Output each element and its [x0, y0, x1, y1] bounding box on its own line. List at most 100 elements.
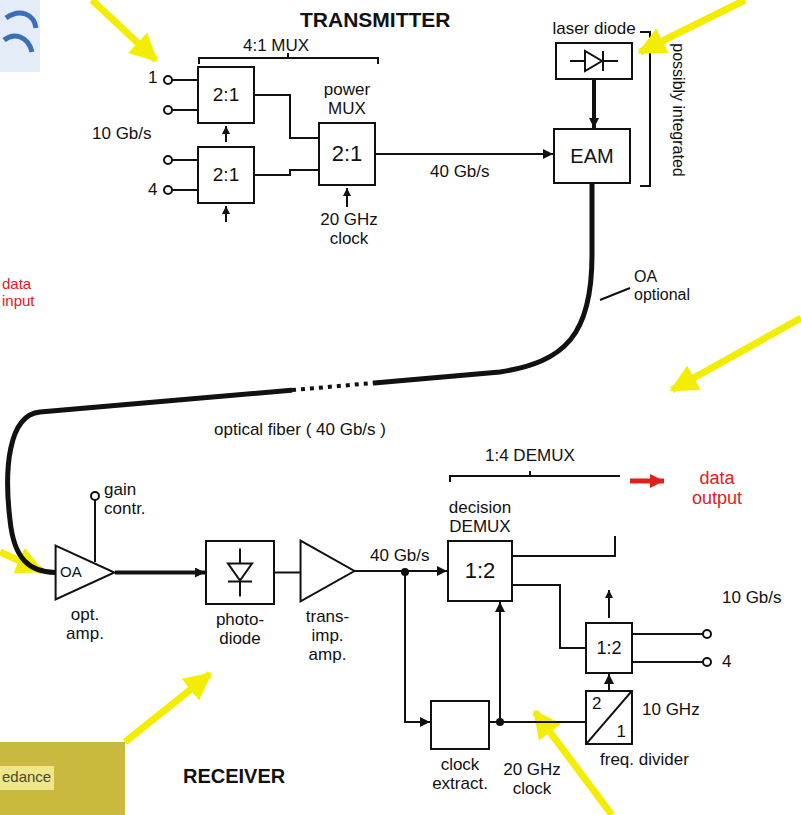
leader-line — [600, 288, 630, 300]
rate-label: 10 Gb/s — [92, 124, 152, 143]
node-text: 2 — [592, 694, 601, 713]
connector — [275, 572, 300, 574]
node-text: OA — [60, 564, 82, 581]
terminal — [703, 658, 711, 666]
diode-symbol — [585, 51, 602, 71]
image-fragment — [4, 13, 36, 52]
annotation: data output — [682, 468, 752, 508]
symbol — [207, 542, 273, 603]
input-number: 4 — [148, 180, 157, 199]
connector — [355, 571, 430, 722]
terminal — [164, 76, 172, 84]
input-wire — [172, 159, 197, 161]
node-text: 2:1 — [213, 84, 239, 105]
highlight-arrow — [672, 318, 801, 390]
terminal — [164, 186, 172, 194]
group-label: 4:1 MUX — [243, 36, 309, 55]
clock-label: 20 GHz clock — [500, 760, 564, 798]
transimpedance-amplifier: trans- imp. amp. — [300, 540, 355, 602]
triangle-outline — [300, 540, 355, 602]
control-wire — [94, 500, 96, 562]
node-text: laser diode — [552, 19, 635, 38]
output-wire — [633, 661, 703, 663]
connector — [592, 80, 596, 128]
clock-arrow — [225, 126, 227, 142]
demux-box: 1:2 — [585, 622, 633, 674]
connector — [376, 153, 553, 155]
connector — [8, 184, 592, 573]
red-arrow — [630, 479, 664, 484]
node-text: 1 — [617, 722, 626, 741]
clock-label: 10 GHz — [642, 700, 700, 719]
node-text: 1:2 — [465, 559, 496, 584]
image-fragment — [0, 766, 54, 790]
mux-box: 2:1 — [197, 66, 255, 124]
diode-bar — [228, 581, 252, 583]
node-text: freq. divider — [600, 750, 689, 769]
control-label: gain contr. — [104, 480, 154, 518]
bracket — [450, 471, 620, 482]
connector — [255, 95, 318, 138]
triangle-shape — [56, 546, 115, 600]
edge-label: 40 Gb/s — [428, 162, 492, 181]
clock-arrow — [225, 206, 227, 222]
image-fragment — [0, 742, 125, 815]
optical-amplifier: OAopt. amp. — [55, 545, 115, 600]
node-text: clock extract. — [424, 755, 496, 793]
node-text: power MUX — [307, 80, 387, 118]
note-label: OA optional — [634, 268, 700, 304]
symbol — [557, 44, 631, 78]
node-text: trans- imp. amp. — [300, 607, 356, 664]
connector — [255, 170, 318, 175]
output-number: 4 — [722, 652, 731, 671]
clock-label: 20 GHz clock — [318, 210, 380, 248]
triangle-shape — [301, 541, 355, 602]
node-text: decision DEMUX — [438, 498, 522, 536]
node-text: EAM — [570, 145, 613, 167]
edge-label: 40 Gb/s — [368, 546, 432, 565]
rate-label: 10 Gb/s — [722, 588, 782, 607]
demux-box: decision DEMUX1:2 — [447, 540, 513, 602]
connector — [490, 602, 500, 722]
connector — [513, 585, 585, 648]
image-fragment — [0, 0, 40, 72]
input-number: 1 — [148, 68, 157, 87]
output-wire — [513, 536, 615, 556]
connector — [490, 721, 585, 723]
diode-bar — [602, 51, 604, 71]
input-wire — [172, 109, 197, 111]
section-title: TRANSMITTER — [300, 8, 451, 32]
diode-symbol — [228, 564, 252, 581]
clock-extract-box: clock extract. — [430, 700, 490, 750]
image-text: edance — [2, 769, 51, 786]
terminal — [91, 492, 99, 500]
node-text: photo- diode — [209, 610, 271, 648]
highlight-arrow — [92, 0, 156, 60]
input-wire — [172, 79, 197, 81]
clock-arrow — [608, 590, 610, 618]
mux-box: 2:1 — [197, 146, 255, 204]
frequency-divider-box: 21freq. divider — [585, 690, 633, 745]
highlight-arrow — [125, 674, 210, 742]
annotation: data input — [2, 276, 46, 310]
highlight-arrow — [640, 0, 745, 52]
divider-slash — [587, 692, 631, 743]
node-text: 2:1 — [213, 164, 239, 185]
node-text: 2:1 — [332, 142, 363, 167]
photodiode-box: photo- diode — [205, 540, 275, 605]
node-text: 1:2 — [596, 638, 621, 658]
input-wire — [172, 189, 197, 191]
connector — [608, 674, 610, 690]
node-text: opt. amp. — [60, 605, 110, 643]
fiber-dots — [292, 383, 373, 390]
output-wire — [633, 633, 703, 635]
power-mux-box: power MUX2:1 — [318, 122, 376, 186]
terminal — [164, 156, 172, 164]
bracket — [640, 32, 650, 186]
laser-diode-box: laser diode — [555, 42, 633, 80]
eam-box: EAM — [553, 128, 631, 184]
fiber-gap — [292, 383, 373, 390]
edge-label: optical fiber ( 40 Gb/s ) — [212, 420, 388, 439]
section-title: RECEIVER — [183, 765, 285, 787]
terminal — [703, 630, 711, 638]
